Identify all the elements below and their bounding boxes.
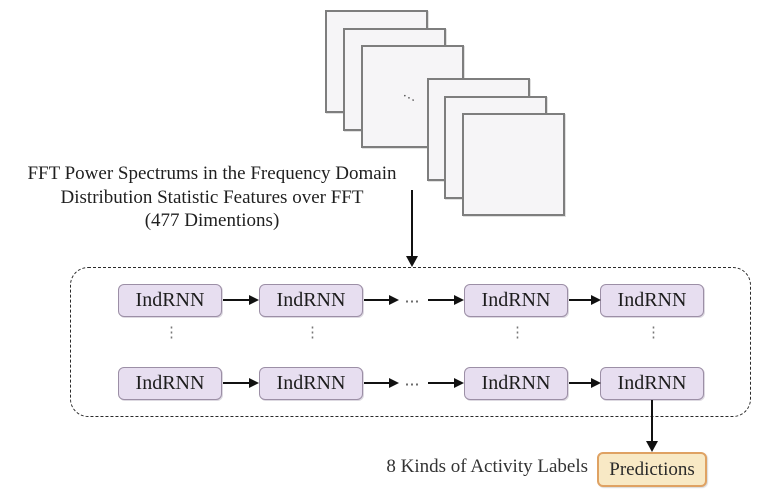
indrnn-cell-r2c1: IndRNN — [118, 367, 222, 400]
arrow-r1-3-head — [454, 295, 464, 305]
indrnn-cell-r2c4: IndRNN — [600, 367, 704, 400]
input-caption: FFT Power Spectrums in the Frequency Dom… — [6, 162, 418, 233]
arrow-r1-2-line — [364, 299, 390, 301]
indrnn-cell-r2c2: IndRNN — [259, 367, 363, 400]
col-ellipsis-1: ⋮ — [164, 325, 179, 341]
col-ellipsis-2: ⋮ — [305, 325, 320, 341]
arrow-r1-1-head — [249, 295, 259, 305]
arrow-r1-2-head — [389, 295, 399, 305]
spectrum-frame-6 — [462, 113, 565, 216]
input-caption-line-2: Distribution Statistic Features over FFT — [60, 186, 364, 208]
predictions-box: Predictions — [597, 452, 707, 487]
arrow-r1-1-line — [223, 299, 250, 301]
col-ellipsis-4: ⋮ — [646, 325, 661, 341]
indrnn-cell-r1c1: IndRNN — [118, 284, 222, 317]
row2-ellipsis: ⋯ — [404, 377, 420, 393]
indrnn-cell-r1c3: IndRNN — [464, 284, 568, 317]
arrow-r2-3-head — [454, 378, 464, 388]
arrow-r2-4-line — [569, 382, 592, 384]
arrow-r1-3-line — [428, 299, 455, 301]
arrow-r1-4-line — [569, 299, 592, 301]
arrow-r2-1-head — [249, 378, 259, 388]
input-arrow-head — [406, 256, 418, 267]
col-ellipsis-3: ⋮ — [510, 325, 525, 341]
arrow-r1-4-head — [591, 295, 601, 305]
arrow-r2-2-line — [364, 382, 390, 384]
arrow-r2-4-head — [591, 378, 601, 388]
output-arrow-line — [651, 400, 653, 443]
output-arrow-head — [646, 441, 658, 452]
indrnn-cell-r1c4: IndRNN — [600, 284, 704, 317]
indrnn-cell-r1c2: IndRNN — [259, 284, 363, 317]
rnn-container — [70, 267, 751, 417]
indrnn-cell-r2c3: IndRNN — [464, 367, 568, 400]
input-arrow-line — [411, 190, 413, 258]
input-caption-line-1: FFT Power Spectrums in the Frequency Dom… — [27, 163, 397, 184]
arrow-r2-1-line — [223, 382, 250, 384]
arrow-r2-2-head — [389, 378, 399, 388]
row1-ellipsis: ⋯ — [404, 294, 420, 310]
output-caption: 8 Kinds of Activity Labels — [386, 456, 588, 477]
arrow-r2-3-line — [428, 382, 455, 384]
input-caption-line-3: (477 Dimentions) — [144, 210, 280, 231]
